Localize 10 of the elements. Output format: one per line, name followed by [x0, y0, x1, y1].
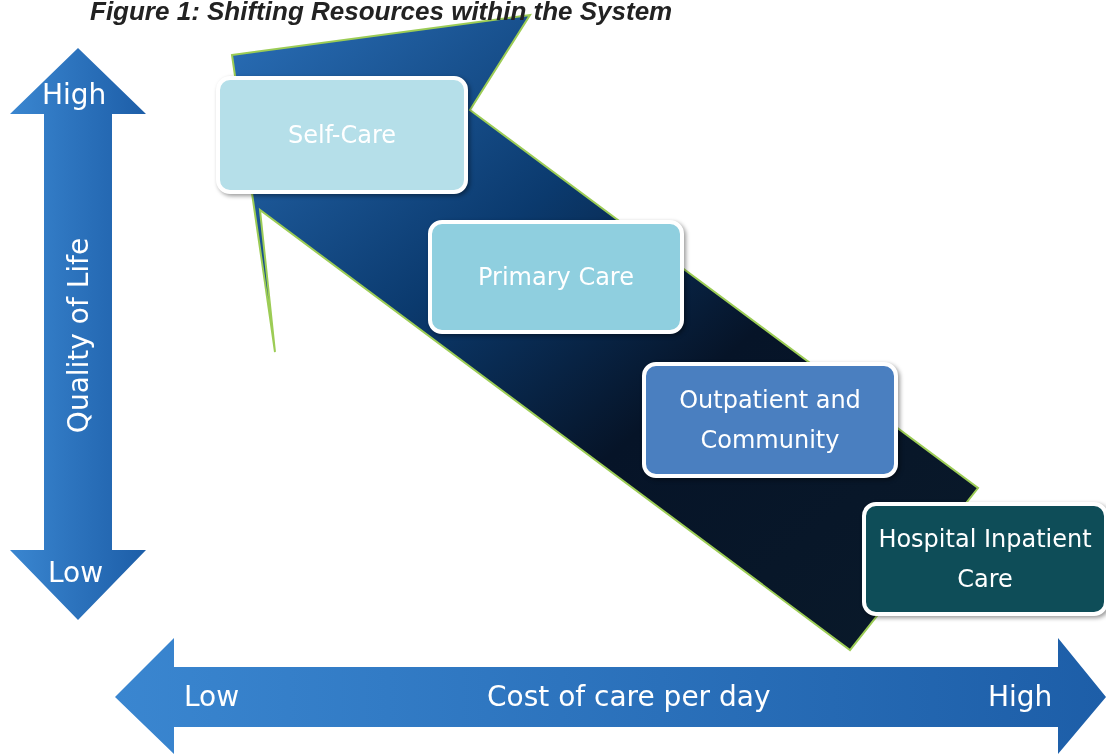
axis-end-label: Low: [48, 556, 104, 589]
stage-box: Primary Care: [428, 220, 684, 334]
axis-title: Cost of care per day: [487, 680, 771, 713]
axis-end-label: Low: [184, 680, 240, 713]
stage-box: Hospital Inpatient Care: [862, 502, 1106, 616]
axis-end-label: High: [988, 680, 1053, 713]
axis-title: Quality of Life: [61, 237, 95, 433]
figure-title: Figure 1: Shifting Resources within the System: [90, 0, 673, 27]
axis-end-label: High: [42, 78, 107, 111]
stage-box: Outpatient and Community: [642, 362, 898, 478]
